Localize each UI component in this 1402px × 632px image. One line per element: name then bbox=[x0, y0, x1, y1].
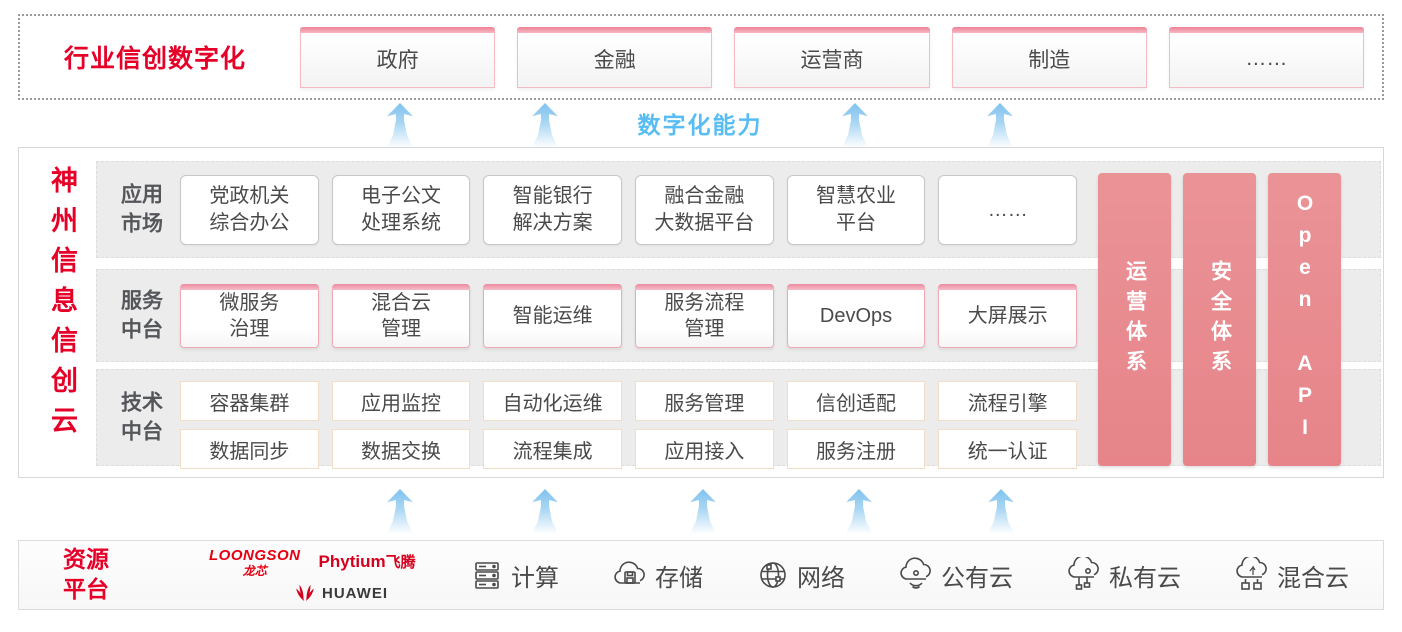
loongson-logo: LOONGSON 龙芯 bbox=[209, 547, 301, 578]
up-arrow-icon bbox=[846, 489, 872, 533]
resource-item-hybrid-cloud: 混合云 bbox=[1233, 557, 1349, 593]
tech-box-service-mgmt: 服务管理 bbox=[635, 381, 774, 421]
phytium-logo: Phytium飞腾 bbox=[318, 552, 416, 571]
tech-box-xc-adaptation: 信创适配 bbox=[786, 381, 926, 421]
app-market-label: 应用 市场 bbox=[121, 183, 163, 236]
industry-box-finance: 金融 bbox=[517, 27, 713, 88]
tech-box-data-sync: 数据同步 bbox=[180, 429, 319, 469]
pillar-security-system: 安全体系 bbox=[1183, 173, 1256, 466]
tech-box-data-exchange: 数据交换 bbox=[331, 429, 471, 469]
up-arrow-icon bbox=[690, 489, 716, 533]
svc-box-dashboard: 大屏展示 bbox=[938, 284, 1078, 348]
svc-box-service-process: 服务流程 管理 bbox=[635, 284, 774, 348]
up-arrow-icon bbox=[387, 103, 413, 147]
service-platform-label: 服务 中台 bbox=[121, 289, 163, 342]
industry-box-government: 政府 bbox=[300, 27, 496, 88]
pillar-operation-system: 运营体系 bbox=[1098, 173, 1171, 466]
up-arrow-icon bbox=[387, 489, 413, 533]
tech-platform-boxes: 容器集群 应用监控 自动化运维 服务管理 信创适配 流程引擎 数据同步 数据交换… bbox=[180, 381, 1078, 469]
network-icon bbox=[760, 562, 786, 588]
app-box-party-office: 党政机关 综合办公 bbox=[180, 175, 319, 245]
compute-icon bbox=[475, 562, 499, 589]
public-cloud-icon bbox=[900, 557, 931, 589]
tech-platform-band: 技术 中台 容器集群 应用监控 自动化运维 服务管理 信创适配 流程引擎 数据同… bbox=[96, 369, 1381, 469]
app-box-smart-banking: 智能银行 解决方案 bbox=[483, 175, 623, 245]
app-box-smart-agriculture: 智慧农业 平台 bbox=[786, 175, 926, 245]
private-cloud-icon bbox=[1068, 557, 1099, 590]
industry-section-title: 行业信创数字化 bbox=[64, 45, 247, 73]
resource-item-compute: 计算 bbox=[469, 557, 559, 593]
service-platform-boxes: 微服务 治理 混合云 管理 智能运维 服务流程 管理 DevOps 大屏展示 bbox=[180, 284, 1078, 348]
up-arrow-icon bbox=[532, 489, 558, 533]
tech-box-unified-auth: 统一认证 bbox=[938, 429, 1078, 469]
up-arrow-icon bbox=[842, 103, 868, 147]
industry-box-manufacturing: 制造 bbox=[951, 27, 1148, 88]
app-market-boxes: 党政机关 综合办公 电子公文 处理系统 智能银行 解决方案 融合金融 大数据平台… bbox=[180, 175, 1078, 245]
svc-box-devops: DevOps bbox=[786, 284, 926, 348]
huawei-flower-icon bbox=[296, 584, 314, 601]
vendor-logos: LOONGSON 龙芯 Phytium飞腾 HUAWEI bbox=[209, 547, 416, 603]
up-arrow-icon bbox=[988, 489, 1014, 533]
pillar-open-api: Open API bbox=[1268, 173, 1341, 466]
tech-box-process-engine: 流程引擎 bbox=[938, 381, 1078, 421]
svc-box-microservice: 微服务 治理 bbox=[180, 284, 319, 348]
resource-item-public-cloud: 公有云 bbox=[897, 557, 1013, 593]
industry-digitalization-section: 行业信创数字化 政府 金融 运营商 制造 …… bbox=[18, 14, 1384, 100]
xinchuang-cloud-section: 神州信息信创云 应用 市场 党政机关 综合办公 电子公文 处理系统 智能银行 解… bbox=[18, 147, 1384, 478]
storage-icon bbox=[614, 561, 645, 584]
hybrid-cloud-icon bbox=[1236, 557, 1267, 590]
resource-platform-label: 资源 平台 bbox=[63, 546, 109, 602]
tech-box-process-integration: 流程集成 bbox=[483, 429, 623, 469]
digital-capability-label: 数字化能力 bbox=[637, 112, 763, 138]
tech-box-auto-ops: 自动化运维 bbox=[483, 381, 623, 421]
resource-item-row: 计算 存储 网络 bbox=[469, 541, 1349, 609]
tech-box-app-access: 应用接入 bbox=[635, 429, 774, 469]
app-box-finance-bigdata: 融合金融 大数据平台 bbox=[635, 175, 774, 245]
tech-box-app-monitoring: 应用监控 bbox=[331, 381, 471, 421]
tech-box-service-registry: 服务注册 bbox=[786, 429, 926, 469]
svc-box-hybrid-cloud-mgmt: 混合云 管理 bbox=[331, 284, 471, 348]
up-arrow-icon bbox=[987, 103, 1013, 147]
tech-box-container-cluster: 容器集群 bbox=[180, 381, 319, 421]
resource-platform-section: 资源 平台 LOONGSON 龙芯 Phytium飞腾 HUAWEI bbox=[18, 540, 1384, 610]
cloud-section-title: 神州信息信创云 bbox=[47, 166, 77, 446]
app-box-edoc-system: 电子公文 处理系统 bbox=[331, 175, 471, 245]
huawei-logo: HUAWEI bbox=[294, 583, 416, 603]
svc-box-intelligent-ops: 智能运维 bbox=[483, 284, 623, 348]
industry-box-more: …… bbox=[1168, 27, 1365, 88]
industry-box-operator: 运营商 bbox=[734, 27, 930, 88]
up-arrow-icon bbox=[532, 103, 558, 147]
resource-item-storage: 存储 bbox=[611, 557, 703, 593]
industry-box-row: 政府 金融 运营商 制造 …… bbox=[300, 27, 1365, 88]
resource-item-network: 网络 bbox=[755, 557, 845, 593]
app-box-more: …… bbox=[938, 175, 1078, 245]
resource-item-private-cloud: 私有云 bbox=[1065, 557, 1181, 593]
tech-platform-label: 技术 中台 bbox=[121, 391, 163, 444]
